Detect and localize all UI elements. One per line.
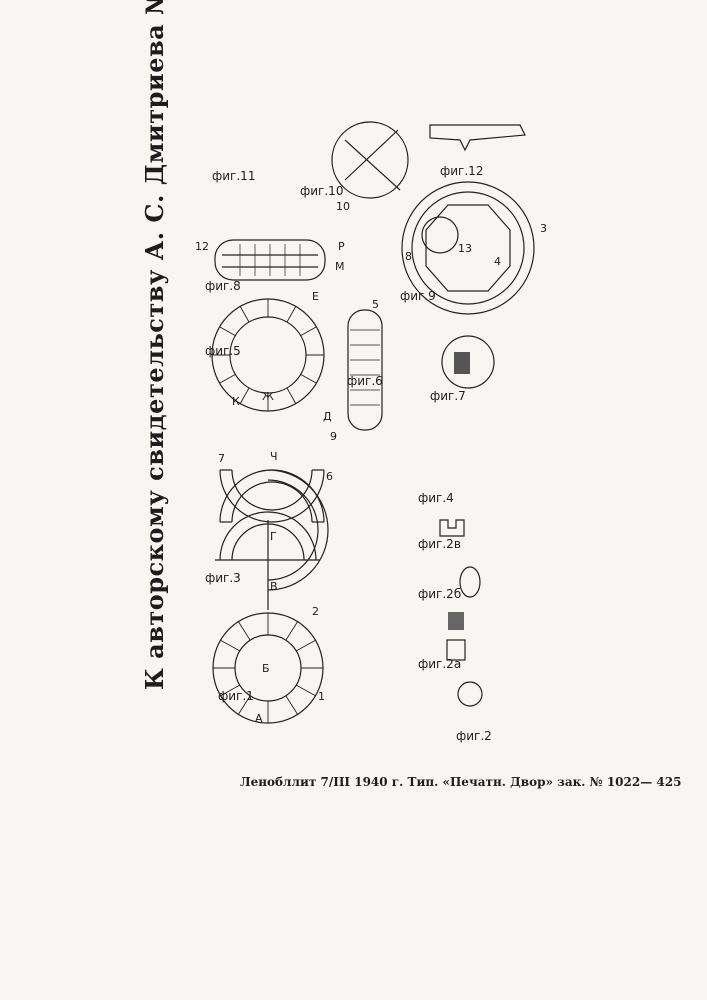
- letter-m: М: [335, 260, 345, 273]
- callout-10: 10: [336, 200, 350, 213]
- label-fig11: фиг.11: [212, 169, 255, 183]
- label-fig2a: фиг.2а: [418, 657, 461, 671]
- letter-zh: Ж: [262, 390, 274, 403]
- label-fig4: фиг.4: [418, 491, 454, 505]
- letter-g: Г: [270, 530, 277, 543]
- callout-6: 6: [326, 470, 333, 483]
- figure-6-cylinder: [348, 310, 382, 430]
- letter-v: В: [270, 580, 278, 593]
- label-fig3: фиг.3: [205, 571, 241, 585]
- label-fig1: фиг.1: [218, 689, 254, 703]
- figure-12-profile: [430, 125, 525, 150]
- letter-r: Р: [338, 240, 345, 253]
- figure-7-detail: [442, 336, 494, 388]
- label-fig2: фиг.2: [456, 729, 492, 743]
- label-fig6: фиг.6: [347, 374, 383, 388]
- half-ring-g: [220, 470, 324, 522]
- callout-8: 8: [405, 250, 412, 263]
- callout-5: 5: [372, 298, 379, 311]
- letter-ch: Ч: [270, 450, 278, 463]
- half-ring-ch: [220, 470, 324, 522]
- label-fig12: фиг.12: [440, 164, 483, 178]
- callout-2: 2: [312, 605, 319, 618]
- letter-a: А: [255, 712, 263, 725]
- callout-1: 1: [318, 690, 325, 703]
- printer-imprint: Ленобллит 7/III 1940 г. Тип. «Печатн. Дв…: [240, 775, 681, 789]
- label-fig7: фиг.7: [430, 389, 466, 403]
- label-fig10: фиг.10: [300, 184, 343, 198]
- label-fig9: фиг.9: [400, 289, 436, 303]
- callout-13: 13: [458, 242, 472, 255]
- letter-b: Б: [262, 662, 270, 675]
- label-fig8: фиг.8: [205, 279, 241, 293]
- callout-9: 9: [330, 430, 337, 443]
- figure-8-panel: [215, 240, 325, 280]
- letter-e: Е: [312, 290, 319, 303]
- label-fig2b: фиг.2б: [418, 587, 461, 601]
- callout-7: 7: [218, 452, 225, 465]
- label-fig5: фиг.5: [205, 344, 241, 358]
- callout-12: 12: [195, 240, 209, 253]
- callout-4: 4: [494, 255, 501, 268]
- callout-3: 3: [540, 222, 547, 235]
- letter-k: К: [232, 395, 240, 408]
- letter-d: Д: [323, 410, 332, 423]
- label-fig2v: фиг.2в: [418, 537, 461, 551]
